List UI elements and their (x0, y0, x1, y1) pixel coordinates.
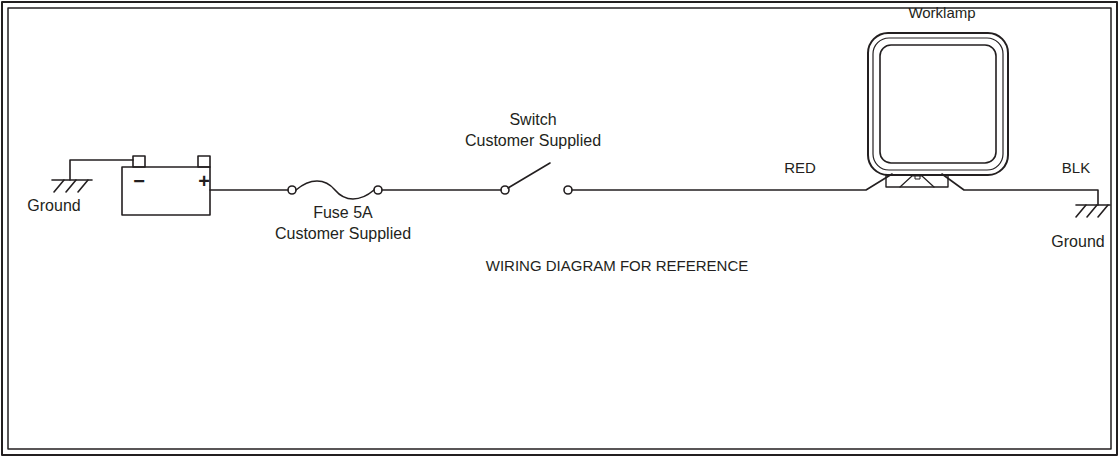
terminal-sign: − (133, 168, 145, 194)
ground-symbol (52, 160, 133, 192)
wire (382, 189, 501, 191)
ground-label: Ground (1051, 232, 1104, 253)
worklamp-node: Worklamp (866, 4, 1018, 178)
fuse-label: Fuse 5A Customer Supplied (275, 203, 411, 245)
switch-symbol (501, 163, 572, 194)
inner-frame (8, 8, 1111, 449)
fuse-symbol (288, 181, 382, 199)
wire-color: RED (784, 158, 816, 178)
terminal-sign: + (198, 168, 210, 194)
ground-label: Ground (27, 196, 80, 217)
red-wire (572, 174, 892, 190)
wire-color: BLK (1062, 158, 1090, 178)
worklamp-body (868, 33, 1008, 187)
node-title: Worklamp (866, 4, 1018, 21)
switch-label: Switch Customer Supplied (465, 110, 601, 152)
blk-wire (942, 174, 1098, 205)
wire (210, 189, 288, 191)
battery-symbol (122, 156, 210, 215)
ground-symbol (1076, 205, 1110, 217)
caption: WIRING DIAGRAM FOR REFERENCE (486, 256, 749, 276)
